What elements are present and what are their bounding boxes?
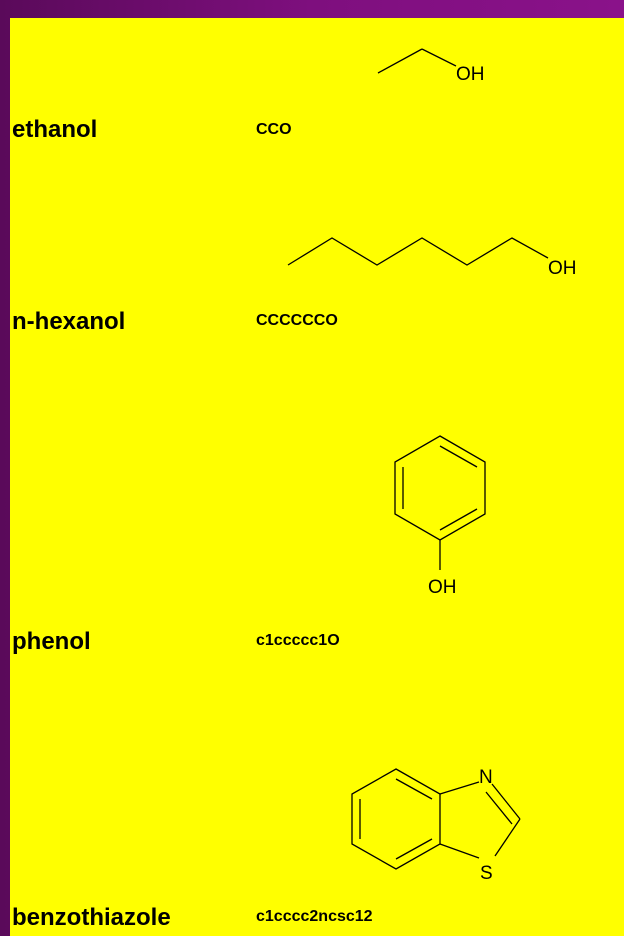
aromatic-bond [439, 445, 478, 468]
compound-name: benzothiazole [12, 904, 171, 931]
compound-name: ethanol [12, 116, 98, 143]
structure-n-hexanol: OH [287, 237, 577, 279]
atom-label-oh: OH [456, 64, 485, 85]
compound-smiles: c1cccc2ncsc12 [256, 908, 373, 925]
bond-chain [287, 237, 549, 266]
bond [494, 818, 521, 857]
bond [439, 843, 480, 859]
compound-smiles: CCCCCCO [256, 312, 338, 329]
structure-benzothiazole: N S [351, 767, 521, 884]
compound-name: n-hexanol [12, 308, 126, 335]
structure-phenol: OH [394, 435, 486, 598]
structure-ethanol: OH [377, 48, 485, 85]
aromatic-bond [439, 508, 478, 531]
compound-panel: OH ethanol CCO OH n-hexanol CCCCCCO OH p… [10, 18, 624, 936]
bond [377, 48, 423, 74]
atom-label-oh: OH [428, 577, 457, 598]
compound-smiles: c1ccccc1O [256, 632, 340, 649]
benzene-ring [351, 768, 441, 870]
compound-name: phenol [12, 628, 91, 655]
bond [485, 791, 513, 825]
bond [491, 783, 521, 820]
atom-label-oh: OH [548, 258, 577, 279]
bond [421, 48, 457, 67]
aromatic-bond [395, 838, 433, 860]
compound-smiles: CCO [256, 121, 292, 138]
bond [439, 781, 480, 795]
atom-label-n: N [479, 767, 493, 788]
atom-label-s: S [480, 863, 493, 884]
aromatic-bond [395, 778, 433, 800]
